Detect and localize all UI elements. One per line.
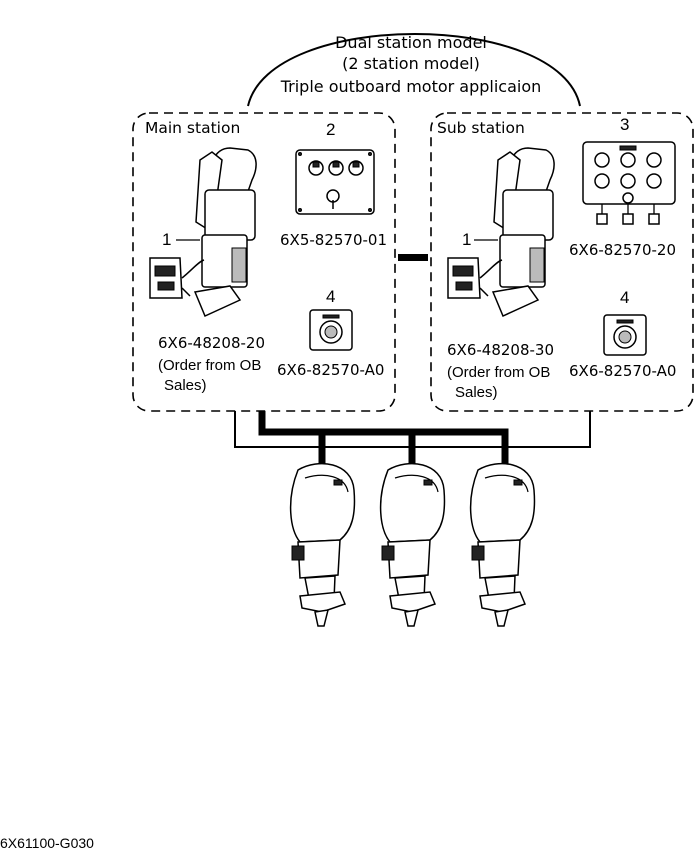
sub-item4-callout: 4 bbox=[620, 288, 629, 307]
title-line-2: (2 station model) bbox=[342, 54, 480, 73]
main-item1-note-line2: Sales) bbox=[164, 377, 207, 394]
sub-station-box bbox=[430, 112, 694, 412]
sub-item1-callout: 1 bbox=[462, 230, 471, 249]
sub-station-label: Sub station bbox=[437, 119, 525, 137]
main-button-panel bbox=[309, 309, 353, 351]
main-station-label: Main station bbox=[145, 119, 240, 137]
outboard-motor-2 bbox=[379, 462, 446, 627]
main-item1-note-line1: (Order from OB bbox=[158, 357, 261, 374]
sub-item1-note-line1: (Order from OB bbox=[447, 364, 550, 381]
outboard-motor-1 bbox=[289, 462, 356, 627]
sub-switch-panel bbox=[582, 141, 676, 225]
sub-button-panel bbox=[603, 314, 647, 356]
main-item2-part-number: 6X5-82570-01 bbox=[280, 231, 387, 249]
station-link-bar bbox=[398, 254, 428, 261]
title-line-3: Triple outboard motor applicaion bbox=[280, 77, 542, 96]
main-item1-part-number: 6X6-48208-20 bbox=[158, 334, 265, 352]
title-line-1: Dual station model bbox=[335, 33, 487, 52]
outboard-motor-3 bbox=[469, 462, 536, 627]
main-item4-part-number: 6X6-82570-A0 bbox=[277, 361, 384, 379]
sub-item1-note-line2: Sales) bbox=[455, 384, 498, 401]
main-item2-callout: 2 bbox=[326, 120, 335, 139]
main-item1-callout: 1 bbox=[162, 230, 171, 249]
sub-remote-control-box bbox=[447, 147, 555, 318]
main-remote-control-box bbox=[149, 147, 257, 318]
sub-item3-callout: 3 bbox=[620, 115, 629, 134]
main-switch-panel bbox=[295, 149, 375, 215]
sub-item4-part-number: 6X6-82570-A0 bbox=[569, 362, 676, 380]
thick-harness bbox=[258, 411, 509, 467]
title-arch bbox=[247, 33, 581, 107]
sub-item1-part-number: 6X6-48208-30 bbox=[447, 341, 554, 359]
sub-item3-part-number: 6X6-82570-20 bbox=[569, 241, 676, 259]
main-item4-callout: 4 bbox=[326, 287, 335, 306]
figure-id: 6X61100-G030 bbox=[0, 835, 94, 851]
